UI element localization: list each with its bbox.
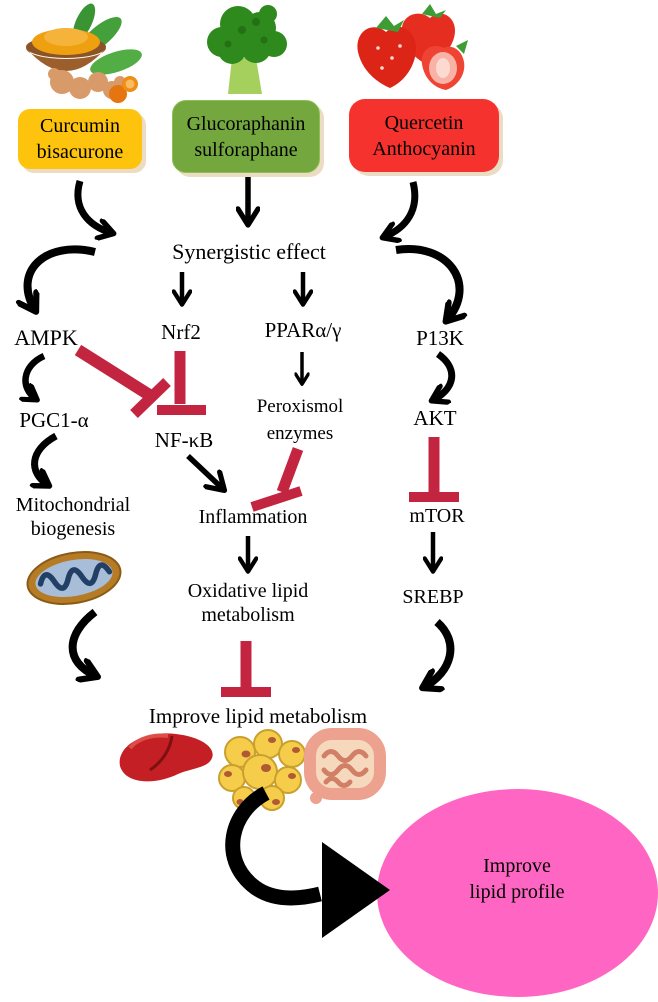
inhibit-ampk-to-nfkb [74,344,171,418]
turmeric-icon [26,3,142,103]
inhibit-akt-to-mtor [409,437,459,502]
arrow-quercetin-down [384,181,419,237]
arrow-mitochondrial-to-improve [68,608,96,676]
inhibit-oxidative-to-improve [221,641,271,697]
quercetin-source-box: Quercetin Anthocyanin [349,99,499,172]
glucoraphanin-source-label: Glucoraphanin sulforaphane [186,112,306,161]
node-ppar: PPARα/γ [264,318,342,342]
node-akt: AKT [413,406,457,430]
arrow-srebp-to-improve [424,618,455,687]
improve-lipid-profile-ellipse [377,789,658,997]
liver-icon [119,733,213,782]
node-srebp: SREBP [402,586,464,608]
arrow-pgc1-to-mitochondrial [35,432,58,485]
node-peroxismol-enzymes: Peroxismol enzymes [256,396,344,444]
inhibit-nrf2-to-nfkb [157,351,206,415]
node-improve-lipid-profile: Improve lipid profile [469,855,565,904]
curcumin-source-label: Curcumin bisacurone [36,115,124,163]
node-nrf2: Nrf2 [161,320,201,344]
intestine-icon [304,728,386,804]
node-pgc1: PGC1-α [19,408,89,432]
node-improve-lipid-metabolism: Improve lipid metabolism [148,704,368,728]
node-mtor: mTOR [409,505,465,527]
arrow-improve-metabolism-to-profile [225,786,390,938]
arrow-p13k-to-akt [433,351,456,400]
node-synergistic-effect: Synergistic effect [172,239,326,264]
quercetin-source-label: Quercetin Anthocyanin [372,111,476,160]
node-inflammation: Inflammation [198,506,308,528]
mitochondria-icon [26,551,122,605]
strawberry-icon [357,4,468,90]
node-ampk: AMPK [14,325,78,350]
curcumin-source-box: Curcumin bisacurone [18,109,142,169]
arrow-ampk-to-pgc1 [26,353,46,399]
glucoraphanin-source-box: Glucoraphanin sulforaphane [172,100,320,173]
arrow-curcumin-to-ampk [28,245,96,310]
node-p13k: P13K [416,326,464,350]
arrow-nfkb-to-inflammation [186,453,223,489]
broccoli-icon [207,5,287,94]
node-nfkb: NF-κB [154,428,214,452]
arrow-curcumin-down [74,180,112,233]
node-oxidative-lipid-metabolism: Oxidative lipid metabolism [187,580,309,626]
arrow-quercetin-to-p13k [395,245,460,320]
inhibit-peroxismol-to-inflammation [250,447,304,512]
node-mitochondrial-biogenesis: Mitochondrial biogenesis [15,494,131,540]
